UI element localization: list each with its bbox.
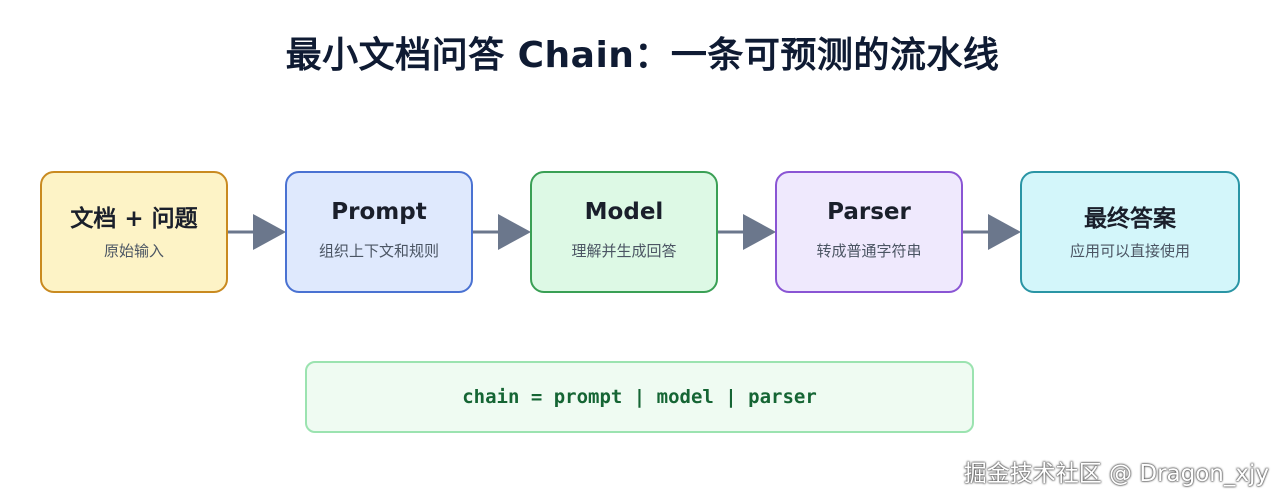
node-prompt: Prompt 组织上下文和规则 (285, 171, 473, 293)
node-parser-title: Parser (827, 199, 911, 225)
node-output: 最终答案 应用可以直接使用 (1020, 171, 1240, 293)
watermark: 掘金技术社区 @ Dragon_xjy (963, 461, 1269, 487)
node-prompt-title: Prompt (331, 199, 427, 225)
node-input-title: 文档 + 问题 (70, 206, 198, 232)
node-model: Model 理解并生成回答 (530, 171, 718, 293)
node-output-subtitle: 应用可以直接使用 (1069, 242, 1190, 260)
chain-code-box: chain = prompt | model | parser (305, 361, 974, 433)
node-model-subtitle: 理解并生成回答 (571, 242, 677, 260)
chain-code: chain = prompt | model | parser (462, 386, 817, 408)
arrow-head-3 (743, 214, 776, 250)
node-prompt-subtitle: 组织上下文和规则 (318, 242, 439, 260)
node-input: 文档 + 问题 原始输入 (40, 171, 228, 293)
node-parser-subtitle: 转成普通字符串 (816, 242, 922, 260)
arrow-head-4 (988, 214, 1021, 250)
node-model-title: Model (584, 199, 664, 225)
arrow-head-2 (498, 214, 531, 250)
arrow-head-1 (253, 214, 286, 250)
node-input-subtitle: 原始输入 (103, 242, 164, 260)
node-output-title: 最终答案 (1084, 206, 1176, 232)
page-title: 最小文档问答 Chain：一条可预测的流水线 (285, 35, 1000, 76)
node-parser: Parser 转成普通字符串 (775, 171, 963, 293)
